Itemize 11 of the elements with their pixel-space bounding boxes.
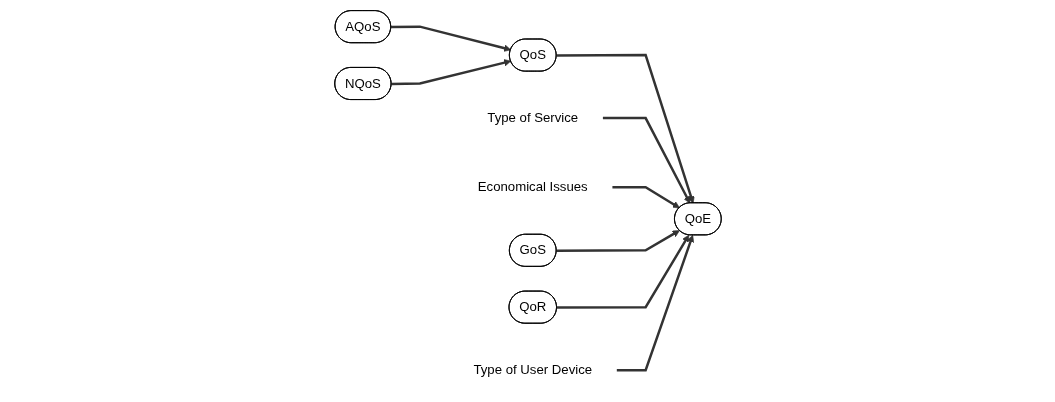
arrow — [556, 234, 689, 309]
arrow — [602, 116, 690, 203]
node-text: Economical Issues — [477, 179, 588, 194]
arrow — [611, 185, 680, 208]
arrow — [556, 53, 695, 203]
node-text: Type of User Device — [472, 362, 592, 377]
arrow — [556, 229, 680, 252]
node-text: Type of Service — [486, 110, 578, 125]
arrow — [616, 234, 694, 371]
arrow — [390, 24, 511, 52]
arrow — [390, 58, 511, 85]
